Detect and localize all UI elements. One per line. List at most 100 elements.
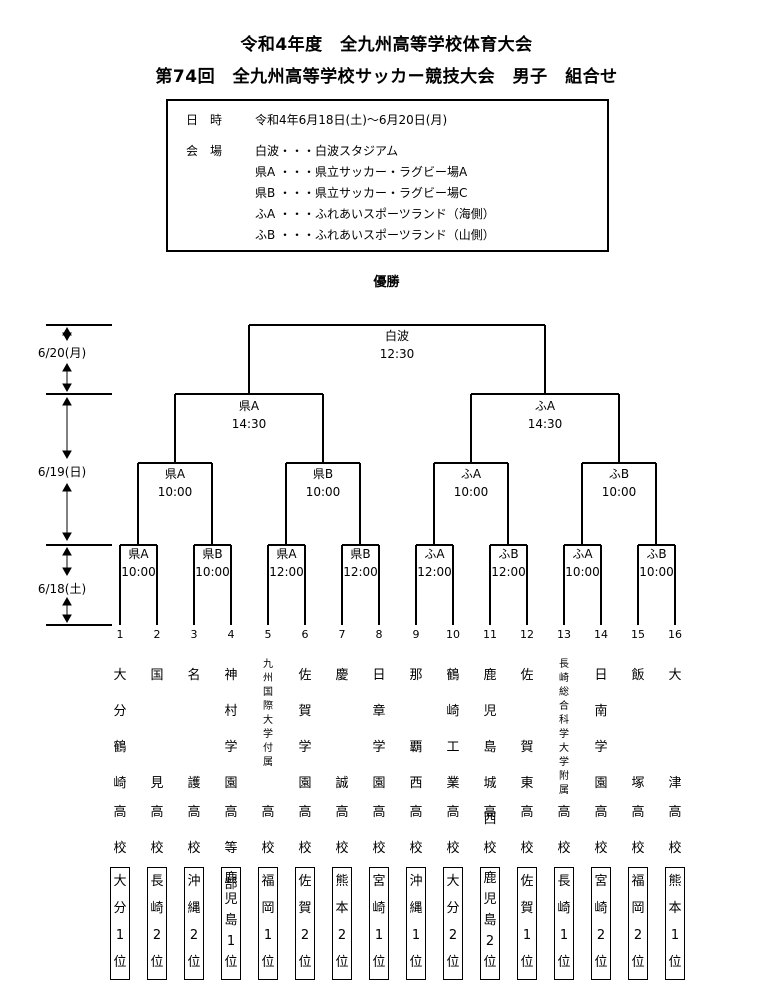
team-name: 佐 賀 東 [520,668,534,791]
team-name: 飯 塚 [631,668,645,791]
team-school-type: 高 校 [409,805,423,856]
day-label-final: 6/20(月) [37,346,87,360]
team-prefecture-rank: 福 岡 2 位 [628,867,648,980]
team-prefecture-rank: 長 崎 2 位 [147,867,167,980]
champion-label: 優勝 [373,275,400,290]
venue-label: ふB [498,547,519,561]
venue-label: ふA [460,467,482,481]
arrow-head-down [62,567,72,577]
team-prefecture-rank: 佐 賀 2 位 [295,867,315,980]
team-seed: 3 [190,628,198,641]
team-seed: 13 [557,628,571,641]
team-name: 国 見 [150,668,164,791]
time-label: 12:00 [269,565,304,579]
team-seed: 14 [594,628,608,641]
team-name: 那 覇 西 [409,668,423,791]
venue-label: 県A [164,467,186,481]
date-value: 令和4年6月18日(土)～6月20日(月) [255,113,448,127]
venue-label: 県B [350,547,371,561]
team-school-type: 高 校 [261,805,275,856]
team-seed: 4 [227,628,235,641]
team-school-type: 高 校 [150,805,164,856]
venue-item: 県B ・・・県立サッカー・ラグビー場C [255,186,468,200]
venue-label: ふB [646,547,667,561]
time-label: 12:00 [417,565,452,579]
arrow-head-down [62,383,72,393]
team-prefecture-rank: 熊 本 1 位 [665,867,685,980]
arrow-head-down [62,532,72,542]
arrow-head-up [62,546,72,556]
time-label: 10:00 [601,485,637,499]
team-seed: 1 [116,628,124,641]
team-seed: 16 [668,628,682,641]
time-label: 12:00 [343,565,378,579]
venue-item: 県A ・・・県立サッカー・ラグビー場A [255,165,468,179]
team-school-type: 高 校 [113,805,127,856]
arrow-head-up [62,596,72,606]
team-name: 九 州 国 際 大 学 付 属 [263,659,273,768]
arrow-head-up [62,482,72,492]
time-label: 10:00 [121,565,156,579]
quarterfinal-slot: ふB 10:00 [602,465,637,501]
page-title-line1: 令和4年度 全九州高等学校体育大会 [240,35,533,55]
team-school-type: 高 校 [372,805,386,856]
time-label: 10:00 [157,485,193,499]
team-seed: 11 [483,628,497,641]
team-name: 日 章 学 園 [372,668,386,791]
team-prefecture-rank: 沖 縄 1 位 [406,867,426,980]
arrow-head-up [62,396,72,406]
time-label: 10:00 [639,565,674,579]
team-prefecture-rank: 佐 賀 1 位 [517,867,537,980]
team-prefecture-rank: 長 崎 1 位 [554,867,574,980]
team-school-type: 高 校 [335,805,349,856]
time-label: 10:00 [565,565,600,579]
round1-slot: 県B 12:00 [343,545,378,581]
team-prefecture-rank: 鹿 児 島 1 位 [221,867,241,980]
team-seed: 8 [375,628,383,641]
team-school-type: 高 校 [594,805,608,856]
venue-label: ふB [608,467,630,481]
team-seed: 6 [301,628,309,641]
quarterfinal-slot: ふA 10:00 [454,465,489,501]
team-school-type: 高 校 [446,805,460,856]
venue-item: 白波・・・白波スタジアム [255,144,399,158]
team-name: 鶴 崎 工 業 [446,668,460,791]
semifinal-slot: 県A 14:30 [232,397,267,433]
time-label: 10:00 [305,485,341,499]
team-prefecture-rank: 熊 本 2 位 [332,867,352,980]
arrow-head-down [62,614,72,624]
team-prefecture-rank: 沖 縄 2 位 [184,867,204,980]
time-label: 10:00 [453,485,489,499]
time-label: 12:30 [379,347,415,361]
round1-slot: ふA 10:00 [565,545,600,581]
time-label: 14:30 [231,417,267,431]
round1-slot: ふA 12:00 [417,545,452,581]
team-school-type: 高 校 [520,805,534,856]
team-school-type: 高 等 部 [224,805,238,892]
venue-item: ふB ・・・ふれあいスポーツランド（山側） [255,228,495,242]
team-school-type: 高 校 [668,805,682,856]
date-label: 日 時 [186,113,223,127]
team-prefecture-rank: 鹿 児 島 2 位 [480,867,500,980]
page-title-line2: 第74回 全九州高等学校サッカー競技大会 男子 組合せ [155,67,618,87]
venue-label: ふA [572,547,593,561]
venue-label: 県A [128,547,149,561]
venue-label: 県A [238,399,260,413]
team-name: 長 崎 総 合 科 学 大 学 附 属 [559,659,569,796]
team-name: 慶 誠 [335,668,349,791]
team-seed: 15 [631,628,645,641]
quarterfinal-slot: 県A 10:00 [158,465,193,501]
team-prefecture-rank: 大 分 1 位 [110,867,130,980]
venue-label: ふA [424,547,445,561]
team-name: 鹿 児 島 城 西 [483,668,497,827]
time-label: 10:00 [195,565,230,579]
round1-slot: 県B 10:00 [195,545,230,581]
arrow-head-down [62,332,72,342]
venue-label: 会 場 [186,144,223,158]
venue-label: 県B [202,547,223,561]
